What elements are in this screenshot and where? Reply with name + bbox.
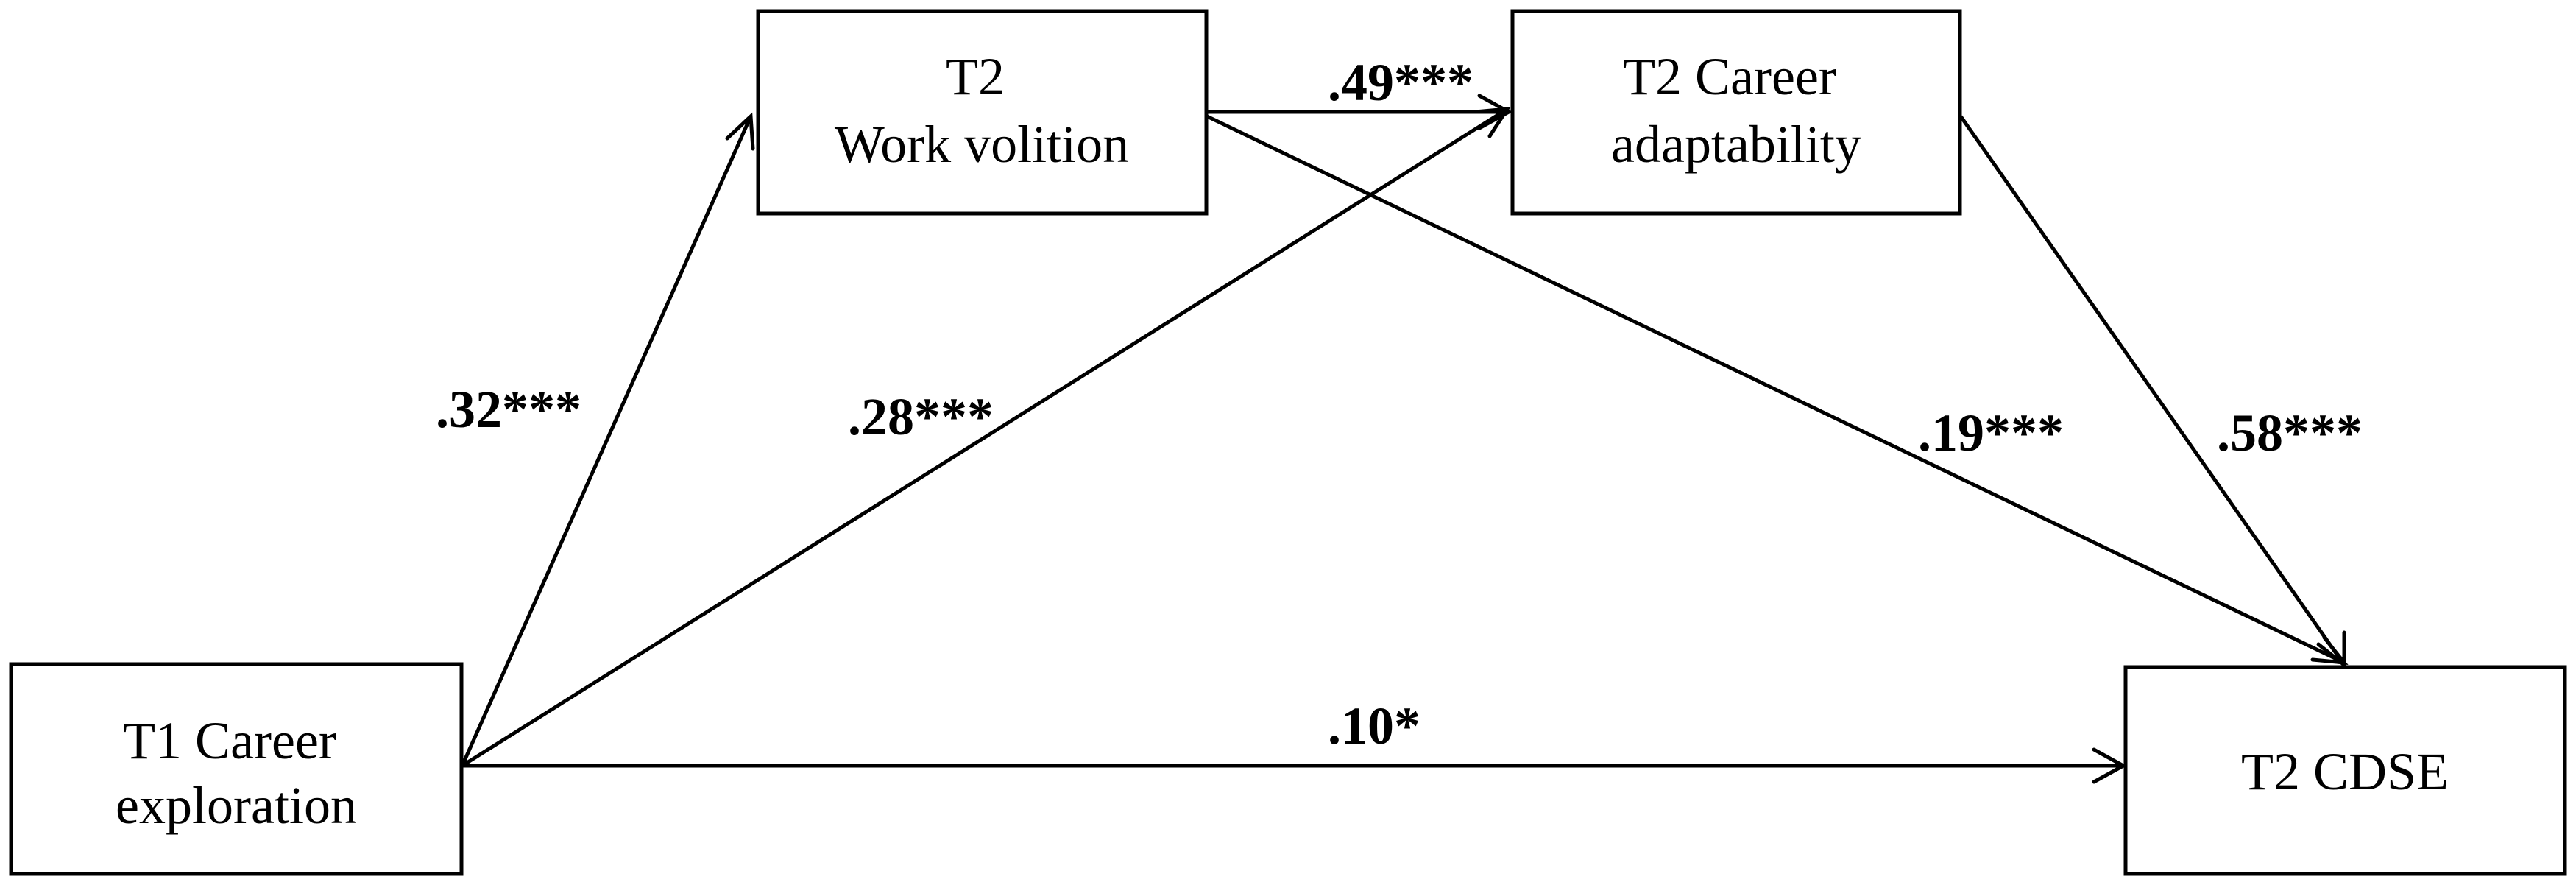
edge-labels: .32*** .28*** .49*** .19*** .58*** .10*	[436, 53, 2363, 755]
node-career-adaptability-label: T2 Career adaptability	[1611, 47, 1861, 174]
node-cdse-box	[2123, 665, 2567, 876]
arrowhead-volition-from-exploration	[725, 112, 755, 151]
arrowhead-cdse-from-exploration	[2092, 747, 2128, 784]
label-volition-to-adaptability: .49***	[1328, 53, 1473, 112]
label-exploration-to-volition: .32***	[436, 380, 581, 439]
node-work-volition-label: T2 Work volition	[835, 47, 1129, 174]
label-exploration-to-adaptability: .28***	[848, 387, 994, 446]
node-career-adaptability: T2 Career adaptability	[1510, 9, 1962, 216]
node-career-exploration: T1 Career exploration	[9, 662, 464, 876]
label-volition-to-cdse: .19***	[1918, 403, 2064, 462]
node-cdse: T2 CDSE	[2123, 665, 2567, 876]
edge-exploration-to-volition	[460, 115, 753, 767]
edges	[460, 94, 2349, 784]
label-adaptability-to-cdse: .58***	[2217, 403, 2363, 462]
edge-adaptability-to-cdse	[1958, 115, 2346, 666]
label-exploration-to-cdse: .10*	[1328, 697, 1420, 755]
arrowhead-adaptability-from-volition	[1477, 94, 1513, 130]
node-work-volition: T2 Work volition	[756, 9, 1209, 216]
node-career-adaptability-box	[1510, 9, 1962, 216]
node-career-exploration-label: T1 Career exploration	[116, 711, 357, 835]
node-cdse-label: T2 CDSE	[2241, 742, 2449, 801]
arrowhead-cdse-from-adaptability	[2316, 630, 2346, 669]
node-work-volition-box	[756, 9, 1209, 216]
edge-volition-to-cdse	[1206, 114, 2346, 665]
edge-exploration-to-adaptability	[461, 107, 1509, 768]
node-career-exploration-box	[9, 662, 464, 876]
